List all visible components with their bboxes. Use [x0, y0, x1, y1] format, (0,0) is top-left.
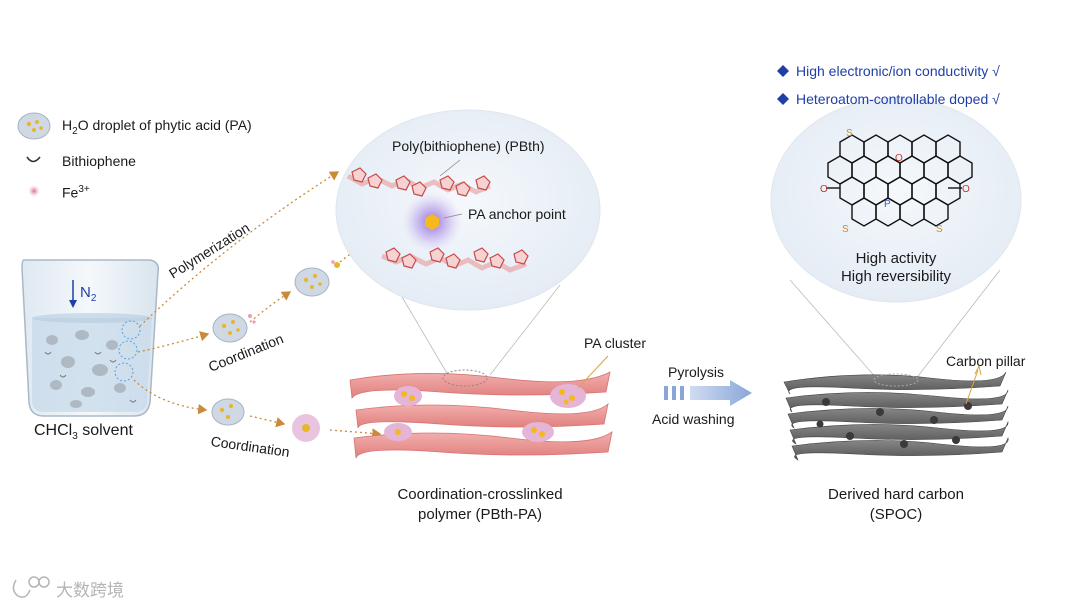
polymer-caption-line1: Coordination-crosslinked [397, 486, 563, 503]
carbon-caption-line2: (SPOC) [869, 506, 923, 523]
acid-washing-label: Acid washing [652, 411, 735, 427]
droplet-low-1 [211, 398, 245, 426]
beaker-droplets [46, 330, 126, 408]
heteroatoms: S O O O P S S [820, 128, 970, 235]
process-arrow [664, 380, 752, 406]
coordination-arrow-low3 [329, 428, 382, 439]
solvent-label: CHCl3 solvent [34, 422, 133, 442]
legend-fe-label: Fe3+ [62, 184, 90, 201]
legend-fe-icon [28, 185, 40, 197]
svg-text:O: O [962, 184, 970, 195]
solvent-post: solvent [77, 422, 133, 439]
svg-text:O: O [820, 184, 828, 195]
carbon-caption-line1: Derived hard carbon [828, 486, 964, 503]
pyrolysis-label: Pyrolysis [668, 364, 725, 380]
pa-cluster-lower-right [522, 422, 554, 442]
coordination-arrow-mid2 [249, 291, 292, 323]
molecular-structure [826, 134, 973, 227]
coordination-arrow-low [133, 379, 208, 415]
svg-text:P: P [884, 199, 891, 210]
carbon-activity-label: High activity [855, 250, 937, 267]
legend-droplet-label-sub: 2 [72, 125, 78, 137]
beaker [21, 259, 160, 417]
n2-sub: 2 [90, 293, 97, 304]
feature-bullet-1 [777, 65, 789, 77]
legend-droplet-icon [17, 112, 51, 140]
legend-fe-sup: 3+ [78, 184, 90, 195]
svg-text:O: O [895, 153, 903, 164]
pa-cluster-left [394, 386, 422, 406]
svg-text:S: S [842, 224, 849, 235]
solvent-pre: CHCl [34, 422, 73, 439]
coordination-arrow-low2 [249, 415, 286, 428]
anchor-label-leader [443, 213, 463, 219]
legend-droplet-label-pre: H [62, 117, 73, 133]
n2-arrow [69, 280, 77, 308]
polymer-caption-line2: polymer (PBth-PA) [418, 506, 542, 523]
legend-bithiophene-label: Bithiophene [62, 153, 136, 169]
pa-cluster-label: PA cluster [584, 335, 646, 351]
pbth-label: Poly(bithiophene) (PBth) [392, 138, 545, 154]
n2-base: N [80, 284, 91, 301]
pbth-chain-lower [381, 247, 529, 273]
droplet-mid-2 [294, 260, 340, 297]
legend-fe-base: Fe [62, 184, 79, 201]
feature-conductivity: High electronic/ion conductivity √ [796, 63, 1000, 79]
svg-text:S: S [846, 128, 853, 139]
anchor-label: PA anchor point [468, 206, 566, 222]
legend-droplet-label: H2O droplet of phytic acid (PA) [62, 117, 252, 137]
polymerization-arrow [139, 171, 340, 327]
feature-doping: Heteroatom-controllable doped √ [796, 91, 1000, 107]
svg-text:S: S [936, 224, 943, 235]
carbon-sheets [783, 364, 1009, 461]
pa-cluster-right [550, 384, 586, 408]
n2-label: N2 [80, 284, 96, 304]
carbon-bubble [770, 97, 1022, 381]
legend-droplet-label-post: O droplet of phytic acid (PA) [77, 117, 252, 133]
legend-bithiophene-icon [26, 156, 41, 163]
droplet-mid-1 [212, 313, 256, 343]
pbth-label-leader [439, 159, 461, 177]
pbth-chain-upper [346, 167, 491, 197]
carbon-reversibility-label: High reversibility [840, 268, 952, 285]
carbon-pillar-label: Carbon pillar [946, 353, 1026, 369]
feature-bullet-2 [777, 93, 789, 105]
polymer-layers [349, 355, 613, 459]
droplet-low-2 [292, 414, 320, 442]
solvent-sub: 3 [72, 431, 78, 443]
watermark-text: 大数跨境 [56, 581, 124, 601]
coordination-arrow-mid [137, 331, 210, 353]
pa-cluster-lower-left [384, 423, 412, 441]
watermark-logo-icon [12, 576, 50, 598]
